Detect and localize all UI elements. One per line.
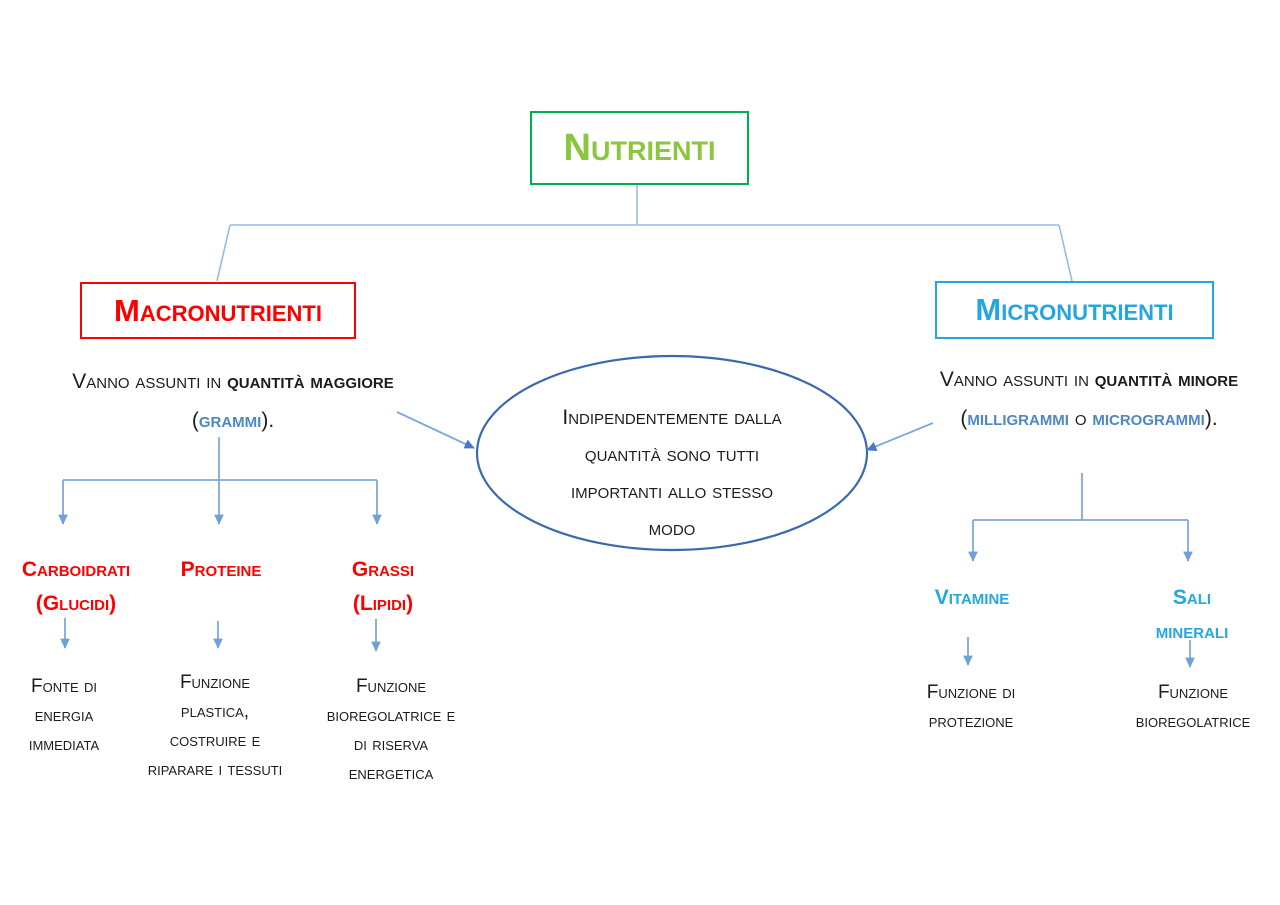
text-line: immediata	[28, 734, 100, 755]
arrow-macro-to-ellipse	[396, 411, 475, 449]
tree-connector	[216, 181, 1073, 282]
text-line: Funzione	[179, 672, 251, 693]
micro-note: Vanno assunti in quantità minore (millig…	[924, 360, 1254, 438]
micro-child-label-sali-minerali: Sali minerali	[1156, 581, 1229, 649]
node-micronutrienti-label: Micronutrienti	[975, 292, 1174, 327]
macro-note: Vanno assunti in quantità maggiore (gram…	[68, 362, 398, 440]
text-line: riparare i tessuti	[147, 759, 283, 780]
center-note: Indipendentemente dalla quantità sono tut…	[507, 399, 837, 547]
macro-child-label-grassi: Grassi (Lipidi)	[352, 553, 414, 621]
description-sali-minerali: Funzione bioregolatrice	[1136, 678, 1251, 736]
micro-note-unit2: microgrammi	[1092, 407, 1205, 430]
description-proteine: Funzione plastica, costruire e riparare i t…	[148, 668, 283, 784]
macro-note-intro: Vanno assunti in	[72, 370, 228, 393]
micro-note-close-paren: ).	[1204, 407, 1218, 430]
text-line: importanti allo stesso	[571, 480, 773, 503]
node-micronutrienti: Micronutrienti	[935, 281, 1214, 339]
text-line: modo	[648, 517, 696, 540]
text-line: Sali	[1172, 586, 1212, 609]
text-line: (Glucidi)	[35, 592, 117, 615]
node-nutrienti-label: Nutrienti	[563, 126, 716, 169]
text-line: di riserva	[353, 734, 429, 755]
micro-note-open-paren: (	[960, 407, 968, 430]
macro-note-close-paren: ).	[261, 409, 275, 432]
text-line: Funzione di	[926, 682, 1016, 703]
text-line: Funzione	[355, 676, 427, 697]
text-line: (Lipidi)	[352, 592, 414, 615]
macro-note-unit: grammi	[198, 409, 262, 432]
text-line: Funzione	[1157, 682, 1229, 703]
text-line: bioregolatrice	[1135, 711, 1251, 732]
macro-note-quantity: quantità maggiore	[227, 370, 394, 393]
micro-note-quantity: quantità minore	[1094, 368, 1239, 391]
macro-child-label-carboidrati: Carboidrati (Glucidi)	[22, 553, 130, 621]
text-line: Indipendentemente dalla	[562, 406, 782, 429]
text-line: Carboidrati	[21, 558, 131, 581]
arrow-micro-to-ellipse	[866, 422, 934, 451]
text-line: energia	[34, 705, 94, 726]
text-line: plastica,	[180, 701, 250, 722]
description-grassi: Funzione bioregolatrice e di riserva energe…	[327, 672, 456, 788]
text-line: energetica	[348, 763, 434, 784]
micro-child-label-vitamine: Vitamine	[935, 581, 1010, 615]
micro-note-conjunction: o	[1068, 407, 1093, 430]
macro-note-open-paren: (	[191, 409, 199, 432]
text-line: quantità sono tutti	[584, 443, 760, 466]
node-nutrienti: Nutrienti	[530, 111, 749, 185]
node-macronutrienti: Macronutrienti	[80, 282, 356, 339]
text-line: Proteine	[180, 558, 262, 581]
micro-branch-rail	[973, 473, 1188, 521]
text-line: costruire e	[169, 730, 261, 751]
description-carboidrati: Fonte di energia immediata	[29, 672, 99, 759]
micro-note-unit1: milligrammi	[967, 407, 1069, 430]
text-line: minerali	[1155, 620, 1229, 643]
text-line: Fonte di	[30, 676, 97, 697]
text-line: Grassi	[351, 558, 415, 581]
text-line: Vitamine	[934, 586, 1010, 609]
micro-note-intro: Vanno assunti in	[939, 368, 1095, 391]
text-line: protezione	[928, 711, 1014, 732]
center-ellipse	[475, 354, 869, 552]
description-vitamine: Funzione di protezione	[927, 678, 1015, 736]
macro-child-label-proteine: Proteine	[181, 553, 262, 587]
node-macronutrienti-label: Macronutrienti	[114, 292, 322, 328]
text-line: bioregolatrice e	[326, 705, 456, 726]
